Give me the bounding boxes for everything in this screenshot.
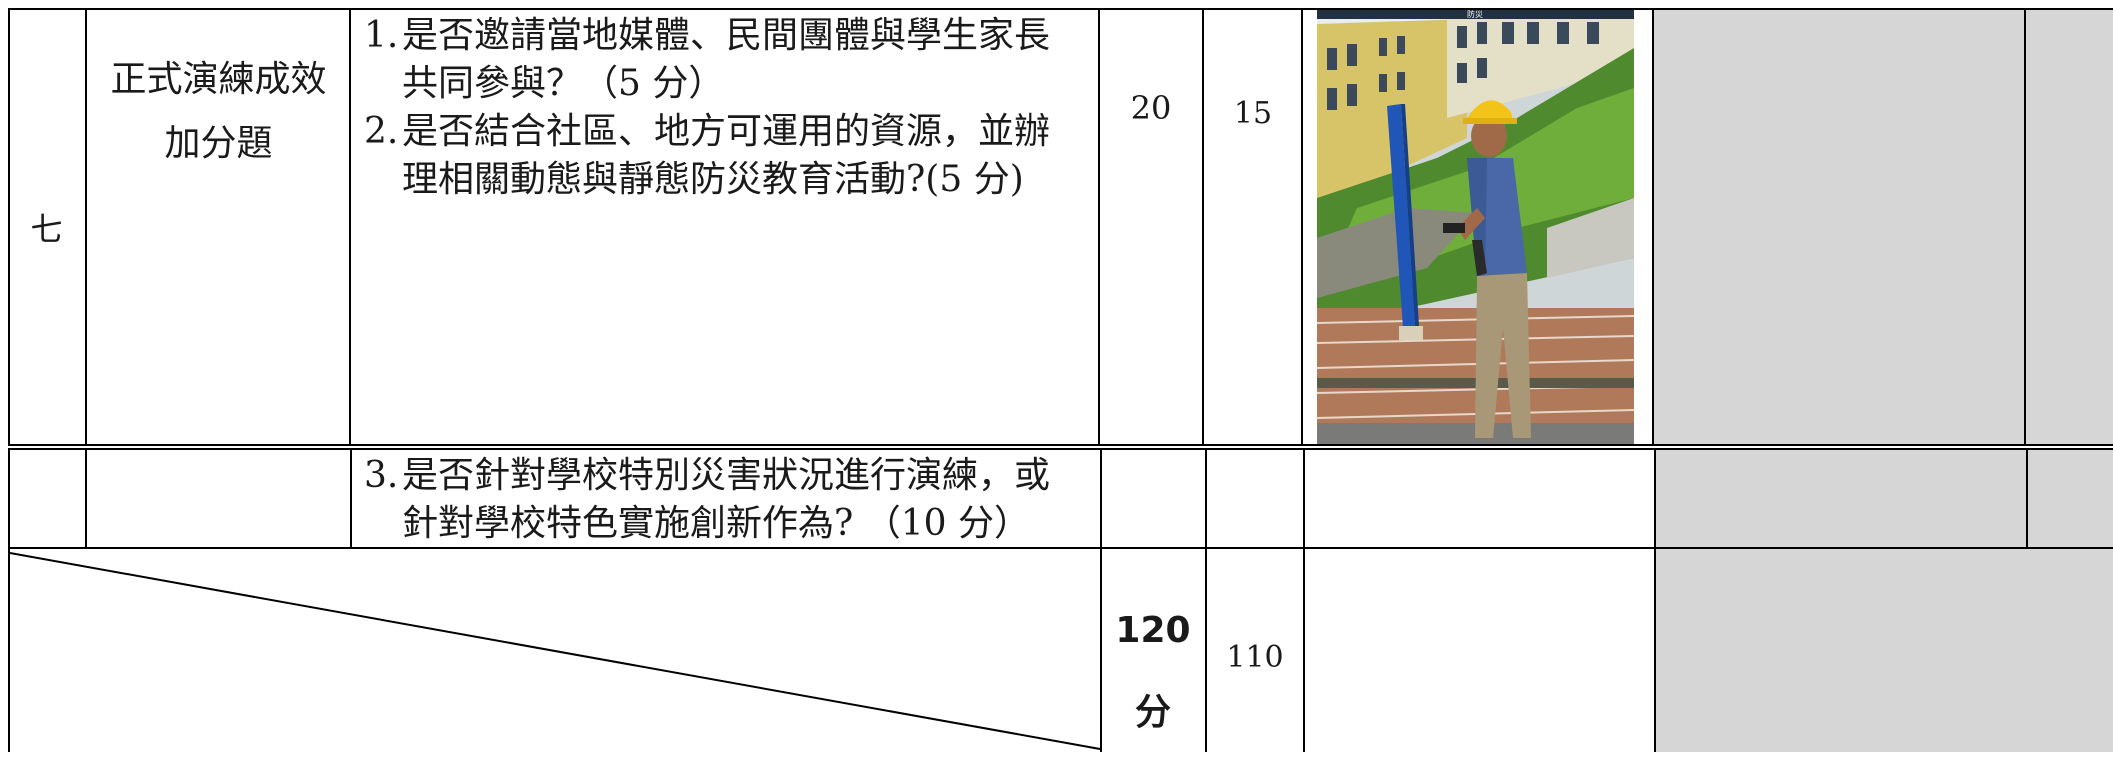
grid-line <box>1202 8 1204 446</box>
criteria-number: 2. <box>364 111 399 152</box>
criteria-item: 2.是否結合社區、地方可運用的資源，並辦 理相關動態與靜態防災教育活動?(5 分… <box>364 108 1084 204</box>
criteria-item: 1.是否邀請當地媒體、民間團體與學生家長 共同參與？（5 分） <box>364 12 1084 108</box>
grid-line <box>349 8 351 446</box>
grid-line <box>8 547 2113 549</box>
total-max-score-cell: 120 分 <box>1101 590 1205 760</box>
grid-line <box>85 8 87 446</box>
grid-line <box>2026 448 2028 548</box>
criteria-cell: 3.是否針對學校特別災害狀況進行演練，或 針對學校特色實施創新作為? （10 分… <box>364 452 1084 548</box>
grid-line <box>1303 448 1305 752</box>
criteria-text: 理相關動態與靜態防災教育活動?(5 分) <box>402 159 1024 200</box>
grid-line <box>350 448 352 548</box>
criteria-text: 是否結合社區、地方可運用的資源，並辦 <box>402 111 1051 152</box>
gray-cell <box>1656 549 2113 752</box>
grid-line <box>1301 8 1303 446</box>
grid-line <box>1654 448 1656 752</box>
score-cell: 15 <box>1205 8 1301 218</box>
grid-line <box>8 448 10 752</box>
criteria-number: 3. <box>364 455 399 496</box>
item-title-cell: 正式演練成效加分題 <box>87 8 350 445</box>
row-index-text: 七 <box>30 209 63 248</box>
item-title: 正式演練成效加分題 <box>110 59 327 164</box>
total-max-score: 120 <box>1115 610 1191 651</box>
criteria-cell: 1.是否邀請當地媒體、民間團體與學生家長 共同參與？（5 分） 2.是否結合社區… <box>364 12 1084 204</box>
gray-cell <box>2026 8 2113 445</box>
criteria-number: 1. <box>364 15 399 56</box>
drill-photo-svg: 防災 <box>1317 8 1634 445</box>
criteria-text: 針對學校特色實施創新作為? （10 分） <box>402 503 1030 544</box>
grid-line <box>1205 448 1207 752</box>
grid-line <box>8 448 2113 450</box>
grid-line <box>1100 448 1102 752</box>
criteria-text: 共同參與？（5 分） <box>402 63 725 104</box>
drill-photo: 防災 <box>1317 8 1634 445</box>
criteria-text: 是否邀請當地媒體、民間團體與學生家長 <box>402 15 1051 56</box>
total-score-cell: 110 <box>1207 600 1303 720</box>
gray-cell <box>1654 8 2024 445</box>
max-score-cell: 20 <box>1099 8 1203 208</box>
criteria-text: 是否針對學校特別災害狀況進行演練，或 <box>402 455 1051 496</box>
max-score: 20 <box>1130 89 1172 127</box>
grid-line <box>8 8 2113 10</box>
score: 15 <box>1233 95 1273 131</box>
grid-line <box>8 8 10 446</box>
grid-line <box>85 448 87 548</box>
diagonal-divider <box>9 552 1101 750</box>
gray-cell <box>2028 450 2113 547</box>
grid-line <box>2024 8 2026 446</box>
gray-cell <box>1656 450 2026 547</box>
grid-line <box>1652 8 1654 446</box>
row-index: 七 <box>8 8 85 445</box>
grid-line <box>1098 8 1100 446</box>
total-max-score-unit: 分 <box>1134 692 1171 733</box>
criteria-item: 3.是否針對學校特別災害狀況進行演練，或 針對學校特色實施創新作為? （10 分… <box>364 452 1084 548</box>
photo-caption: 防災 <box>1467 9 1483 19</box>
grid-line <box>8 444 2113 446</box>
total-score: 110 <box>1226 640 1284 675</box>
